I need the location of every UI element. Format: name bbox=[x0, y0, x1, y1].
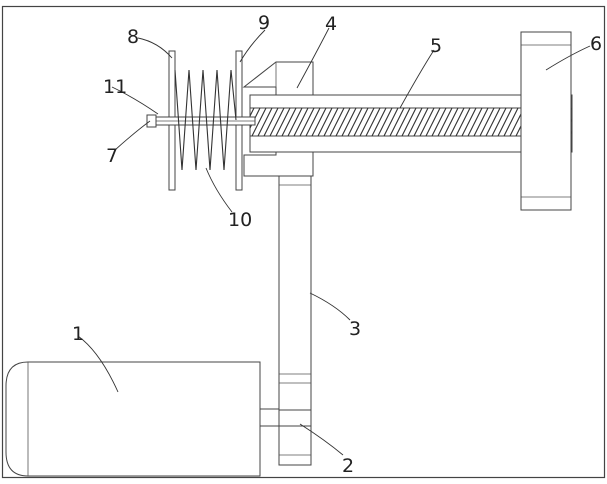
thread-line bbox=[377, 107, 393, 137]
thread-line bbox=[287, 107, 303, 137]
thread-line bbox=[419, 107, 435, 137]
thread-line bbox=[503, 107, 519, 137]
label-gear: 2 bbox=[342, 455, 354, 477]
leader-7 bbox=[114, 120, 151, 151]
thread-line bbox=[251, 107, 267, 137]
leader-10 bbox=[205, 167, 233, 213]
leader-3 bbox=[309, 292, 351, 321]
thread-line bbox=[407, 107, 423, 137]
lead-screw bbox=[249, 94, 573, 153]
thread-line bbox=[443, 107, 459, 137]
thread-line bbox=[485, 107, 501, 137]
thread-line bbox=[323, 107, 339, 137]
thread-line bbox=[281, 107, 297, 137]
leader-9 bbox=[239, 29, 266, 63]
thread-line bbox=[371, 107, 387, 137]
thread-line bbox=[317, 107, 333, 137]
label-right-plate: 9 bbox=[258, 12, 270, 34]
leader-8 bbox=[137, 37, 173, 59]
thread-line bbox=[461, 107, 477, 137]
thread-line bbox=[467, 107, 483, 137]
thread-line bbox=[413, 107, 429, 137]
thread-line bbox=[293, 107, 309, 137]
label-belt: 3 bbox=[349, 318, 361, 340]
thread-line bbox=[359, 107, 375, 137]
label-nut: 6 bbox=[590, 33, 602, 55]
leader-11 bbox=[111, 86, 159, 115]
thread-line bbox=[341, 107, 357, 137]
label-screw: 5 bbox=[430, 35, 442, 57]
pin bbox=[146, 114, 157, 128]
thread-line bbox=[431, 107, 447, 137]
thread-line bbox=[269, 107, 285, 137]
thread-line bbox=[449, 107, 465, 137]
thread-line bbox=[257, 107, 273, 137]
thread-line bbox=[479, 107, 495, 137]
label-rod: 11 bbox=[103, 76, 127, 98]
thread-line bbox=[455, 107, 471, 137]
thread-line bbox=[335, 107, 351, 137]
thread-line bbox=[329, 107, 345, 137]
screw-nut bbox=[520, 31, 572, 211]
thread-line bbox=[473, 107, 489, 137]
label-spring: 10 bbox=[228, 209, 252, 231]
thread-line bbox=[497, 107, 513, 137]
lower-gear bbox=[278, 409, 312, 427]
leader-6 bbox=[545, 45, 591, 71]
label-left-plate: 8 bbox=[127, 26, 139, 48]
thread-line bbox=[263, 107, 279, 137]
motor-body bbox=[5, 361, 261, 477]
thread-line bbox=[299, 107, 315, 137]
thread-line bbox=[401, 107, 417, 137]
thread-line bbox=[365, 107, 381, 137]
thread-line bbox=[347, 107, 363, 137]
label-block: 4 bbox=[325, 13, 337, 35]
leader-5 bbox=[399, 49, 435, 109]
leader-1 bbox=[77, 335, 119, 393]
label-pin: 7 bbox=[106, 145, 118, 167]
thread-line bbox=[383, 107, 399, 137]
thread-line bbox=[389, 107, 405, 137]
thread-line bbox=[395, 107, 411, 137]
leader-2 bbox=[299, 423, 344, 456]
drawing-frame bbox=[1, 5, 606, 479]
thread-line bbox=[437, 107, 453, 137]
thread-line bbox=[275, 107, 291, 137]
thread-line bbox=[425, 107, 441, 137]
motor-shaft bbox=[259, 408, 281, 427]
leader-4 bbox=[296, 27, 330, 89]
thread-line bbox=[305, 107, 321, 137]
thread-line bbox=[353, 107, 369, 137]
thread-line bbox=[250, 107, 255, 118]
thread-line bbox=[582, 108, 596, 136]
thread-line bbox=[588, 108, 602, 136]
thread-line bbox=[311, 107, 327, 137]
thread-line bbox=[491, 107, 507, 137]
thread-line bbox=[576, 108, 590, 136]
label-motor: 1 bbox=[72, 323, 84, 345]
spring bbox=[174, 69, 237, 171]
